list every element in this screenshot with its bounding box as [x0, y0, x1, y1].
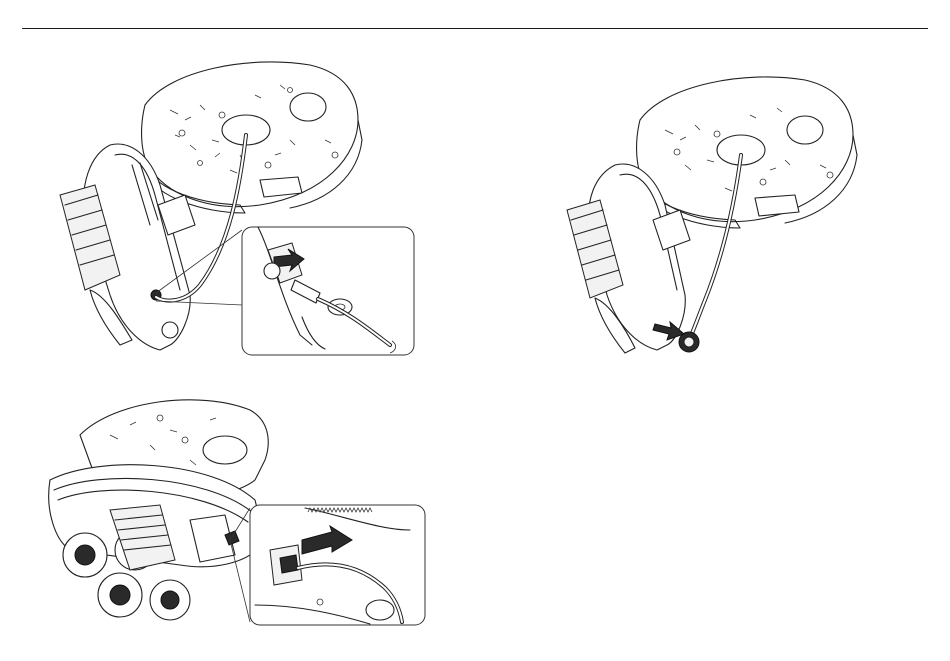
mount-plate: [637, 77, 857, 228]
inset-connector-detail: [250, 505, 425, 625]
figure-connect-cable: [40, 390, 440, 630]
camera-body: [49, 400, 269, 620]
figure-seat-grommet: [555, 70, 865, 375]
inset-grommet-detail: [242, 227, 414, 355]
header-rule: [22, 28, 928, 29]
figure-route-cable: [40, 45, 430, 370]
mount-plate: [142, 62, 362, 213]
